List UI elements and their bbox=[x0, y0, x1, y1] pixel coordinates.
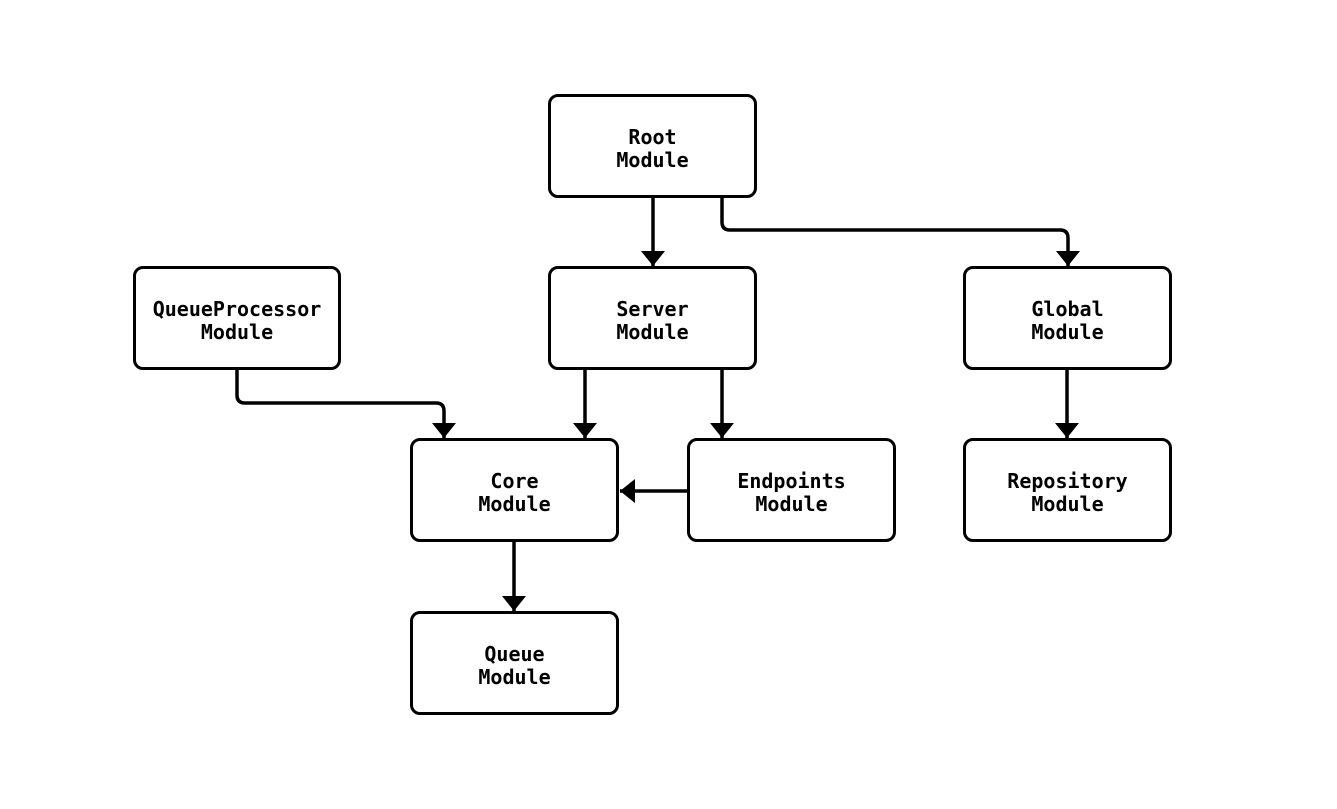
node-repository-module-label: Repository Module bbox=[1007, 469, 1128, 516]
node-root-module-label: Root Module bbox=[616, 125, 689, 172]
node-endpoints-module-label: Endpoints Module bbox=[737, 469, 846, 516]
node-endpoints-module: Endpoints Module bbox=[687, 438, 896, 542]
node-repository-module: Repository Module bbox=[963, 438, 1172, 542]
node-server-module-label: Server Module bbox=[616, 297, 689, 344]
edge-queueprocessor-to-core bbox=[235, 370, 456, 438]
node-core-module-label: Core Module bbox=[478, 469, 551, 516]
node-root-module: Root Module bbox=[548, 94, 757, 198]
node-server-module: Server Module bbox=[548, 266, 757, 370]
node-queue-module: Queue Module bbox=[410, 611, 619, 715]
edge-root-to-global bbox=[720, 198, 1080, 266]
node-queueprocessor-module: QueueProcessor Module bbox=[133, 266, 341, 370]
node-queueprocessor-module-label: QueueProcessor Module bbox=[152, 297, 322, 344]
node-core-module: Core Module bbox=[410, 438, 619, 542]
node-global-module-label: Global Module bbox=[1031, 297, 1104, 344]
node-global-module: Global Module bbox=[963, 266, 1172, 370]
node-queue-module-label: Queue Module bbox=[478, 642, 551, 689]
